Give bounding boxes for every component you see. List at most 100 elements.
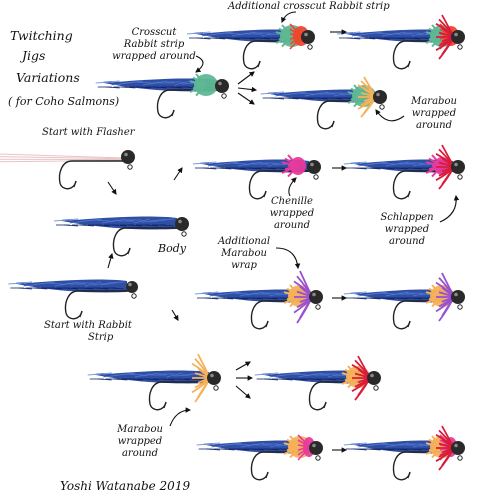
label-additional-marabou-line-3: wrap: [231, 260, 257, 271]
hook-eye: [457, 174, 463, 180]
label-marabou-right-line-2: wrapped: [411, 108, 457, 119]
jig-head: [307, 160, 321, 174]
arrow-2: [237, 71, 255, 85]
label-marabou-bottom-line-1: Marabou: [117, 424, 163, 435]
hook-eye: [457, 304, 463, 310]
hook-eye: [379, 104, 385, 110]
hook: [242, 40, 308, 70]
label-chenille-line-3: around: [273, 220, 311, 231]
hook: [156, 89, 222, 119]
jig-head: [451, 290, 465, 304]
title-line-2: Jigs: [22, 48, 46, 63]
hook: [148, 381, 214, 411]
rabbit-strip: [8, 279, 127, 293]
label-chenille-line-2: wrapped: [269, 208, 315, 219]
fly-start-rabbit: [8, 279, 138, 320]
pointer-marabou-bottom: [169, 407, 192, 427]
jig-head: [451, 160, 465, 174]
label-additional-crosscut: Additional crosscut Rabbit strip: [228, 1, 390, 12]
hook-eye: [313, 174, 319, 180]
fly-chenille: [192, 154, 321, 200]
pointer-crosscut: [195, 55, 204, 73]
fly-marabou-red: [254, 355, 381, 411]
pointer-marabou-right: [375, 109, 405, 122]
jig-head: [451, 30, 465, 44]
title-line-4: ( for Coho Salmons): [8, 95, 120, 108]
hook-eye: [307, 44, 313, 50]
title-line-3: Variations: [16, 70, 80, 85]
arrow-14: [171, 309, 179, 321]
arrow-4: [237, 92, 255, 105]
fly-purple-schlappen: [343, 272, 465, 330]
fly-chenille-schlappen: [343, 144, 465, 200]
label-schlappen-line-1: Schlappen: [380, 212, 434, 223]
title-line-1: Twitching: [10, 28, 73, 43]
hook: [392, 300, 458, 330]
label-marabou-right-line-1: Marabou: [411, 96, 457, 107]
fly-start-flasher: [0, 150, 135, 190]
hook-eye: [457, 44, 463, 50]
pointer-chenille: [288, 177, 297, 197]
pointer-schlappen: [439, 194, 460, 223]
hook-eye: [131, 293, 137, 299]
hook-eye: [221, 93, 227, 99]
jig-head: [373, 90, 387, 104]
arrow-3: [237, 86, 258, 93]
hook: [316, 100, 380, 130]
hook: [248, 170, 314, 200]
hook: [392, 40, 458, 70]
label-start-flasher: Start with Flasher: [42, 127, 135, 138]
fly-body: [53, 216, 189, 257]
rabbit-strip: [87, 370, 209, 384]
jig-head: [309, 441, 323, 455]
signature: Yoshi Watanabe 2019: [60, 479, 191, 493]
label-body: Body: [158, 242, 186, 255]
orange-marabou: [191, 353, 211, 403]
label-additional-marabou-line-1: Additional: [217, 236, 271, 247]
hook: [308, 381, 374, 411]
label-start-rabbit-line-1: Start with Rabbit: [44, 320, 132, 331]
hook-eye: [373, 385, 379, 391]
hook: [64, 290, 132, 320]
jig-head: [451, 441, 465, 455]
fly-marabou: [87, 353, 221, 411]
hook-eye: [181, 231, 187, 237]
hook: [392, 170, 458, 200]
pink-chenille-collar: [281, 154, 306, 178]
arrow-7: [235, 361, 251, 371]
hook-eye: [213, 385, 219, 391]
arrow-9: [235, 385, 251, 399]
green-crosscut-collar: [189, 73, 218, 97]
jig-head: [301, 30, 315, 44]
pointer-additional-marabou: [275, 247, 301, 270]
label-schlappen-line-3: around: [388, 236, 426, 247]
label-marabou-bottom-line-2: wrapped: [117, 436, 163, 447]
hook-eye: [457, 455, 463, 461]
hook: [112, 227, 182, 257]
jig-head: [207, 371, 221, 385]
rabbit-strip: [53, 216, 177, 230]
fly-crosscut: [95, 73, 229, 119]
label-marabou-right-line-3: around: [415, 120, 453, 131]
jig-head: [121, 150, 135, 164]
hook: [58, 160, 128, 190]
label-crosscut-line-1: Crosscut: [131, 27, 177, 38]
label-crosscut-line-2: Rabbit strip: [123, 39, 185, 50]
jig-head: [367, 371, 381, 385]
hook: [392, 451, 458, 481]
label-marabou-bottom-line-3: around: [121, 448, 159, 459]
label-start-rabbit-line-2: Strip: [88, 332, 114, 343]
arrow-11: [107, 181, 117, 195]
fly-purple-marabou: [194, 270, 323, 330]
hook-eye: [315, 455, 321, 461]
fly-marabou-pink-schlappen: [343, 425, 465, 481]
arrow-12: [107, 252, 114, 269]
fly-crosscut-marabou: [260, 76, 387, 130]
jig-head: [309, 290, 323, 304]
fly-marabou-pink: [196, 434, 323, 481]
jig-head: [215, 79, 229, 93]
hook: [250, 451, 316, 481]
jig-head: [126, 281, 138, 293]
